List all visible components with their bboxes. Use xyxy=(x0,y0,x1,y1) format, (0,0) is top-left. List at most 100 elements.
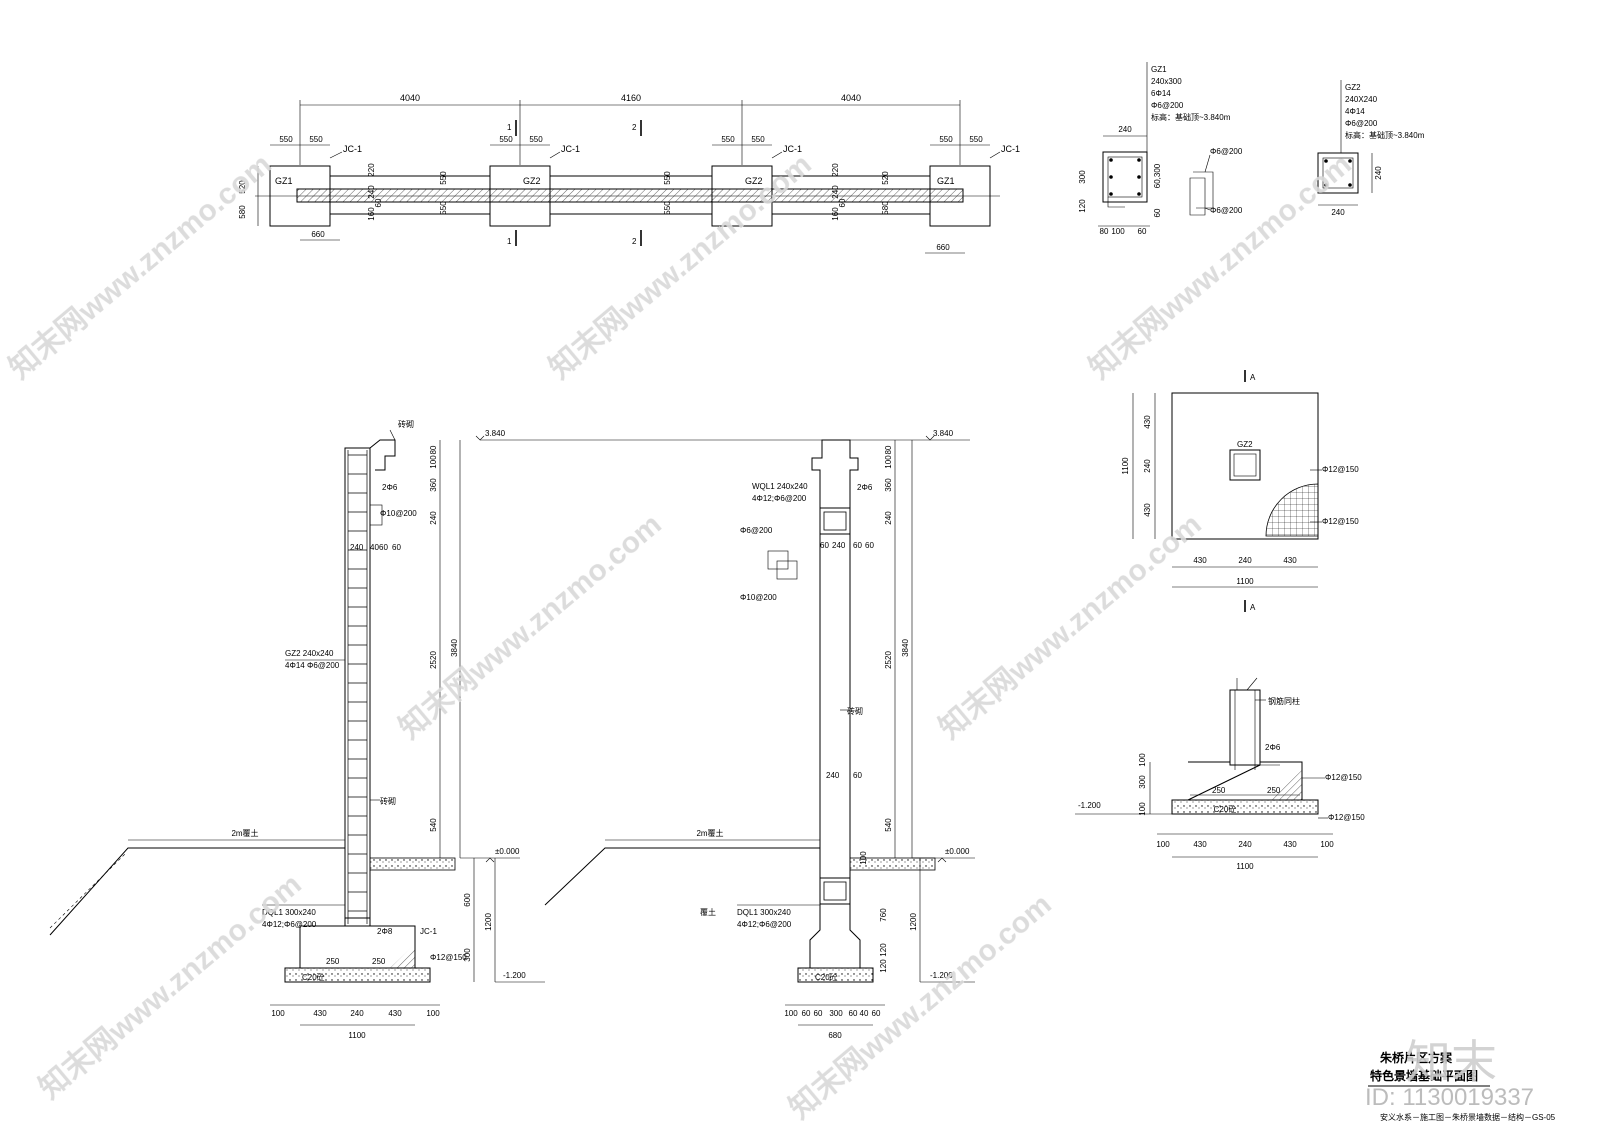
dim-550-f: 550 xyxy=(751,135,765,144)
wall-dim-220: 220 xyxy=(367,163,376,177)
dim-550-e: 550 xyxy=(721,135,735,144)
gz1-tie-2: Φ6@200 xyxy=(1210,206,1243,215)
s2-dim-60b: 60 xyxy=(853,541,862,550)
watermark-site-3: 知末网www.znzmo.com xyxy=(1083,148,1357,386)
gz1-dim-120: 120 xyxy=(1078,199,1087,213)
s1-conc: C20砼 xyxy=(302,972,325,982)
s1-dim-240: 240 xyxy=(350,543,364,552)
s1-v-240: 240 xyxy=(429,511,438,525)
s1-b-240: 240 xyxy=(350,1009,364,1018)
s1-2phi8: 2Φ8 xyxy=(377,927,393,936)
gz1-dim-100: 100 xyxy=(1111,227,1125,236)
s1-v-100: 100 xyxy=(429,455,438,469)
s2-b-60-b: 60 xyxy=(814,1009,823,1018)
s2-fill: 覆土 xyxy=(700,907,716,917)
s1-beam-rebar: 4Φ12;Φ6@200 xyxy=(262,920,317,929)
s1-v-80: 80 xyxy=(429,445,438,454)
wall-dim-550-d: 550 xyxy=(663,201,672,215)
s2-v-80: 80 xyxy=(884,445,893,454)
s2-v-540: 540 xyxy=(884,818,893,832)
s1-b-430-a: 430 xyxy=(313,1009,327,1018)
s1-brick: 砖砌 xyxy=(380,796,396,806)
wall-plan-view: 4040 4160 4040 550 550 550 550 550 550 5… xyxy=(238,93,1020,254)
s2-dim-60a: 60 xyxy=(820,541,829,550)
footing-rebar-1: Φ12@150 xyxy=(1322,465,1359,474)
title-block: 朱桥片区方案 特色景墙基础平面图 安义水系－施工图－朱桥景墙数据－结构－GS-0… xyxy=(1368,1050,1556,1122)
jc1-label-c: JC-1 xyxy=(783,144,802,154)
gz2-rebar: 4Φ14 xyxy=(1345,107,1365,116)
s2-v-240: 240 xyxy=(884,511,893,525)
s1-coping: 砖砌 xyxy=(398,419,414,429)
s1-dim-60b: 60 xyxy=(392,543,401,552)
dim-660-right: 660 xyxy=(936,243,950,252)
fs-bot-430-b: 430 xyxy=(1283,840,1297,849)
footing-bot-total: 1100 xyxy=(1236,577,1254,586)
footing-left-430-b: 430 xyxy=(1143,503,1152,517)
s2-b-300: 300 xyxy=(829,1009,843,1018)
fs-left-300: 300 xyxy=(1138,775,1147,789)
s2-v-2520: 2520 xyxy=(884,651,893,669)
watermark-id: ID: 1130019337 xyxy=(1365,1084,1534,1111)
fs-bot-430-a: 430 xyxy=(1193,840,1207,849)
fs-250-a: 250 xyxy=(1212,786,1226,795)
s2-v-120-a: 120 xyxy=(879,943,888,957)
s2-240: 240 xyxy=(826,771,840,780)
s1-v-3840: 3840 xyxy=(450,639,459,657)
jc1-label-a: JC-1 xyxy=(343,144,362,154)
fs-conc: C20砼 xyxy=(1214,804,1237,814)
s1-elev-top: 3.840 xyxy=(485,429,506,438)
s1-foot-rebar: Φ12@150 xyxy=(430,953,467,962)
dim-550-g: 550 xyxy=(939,135,953,144)
dim-520: 520 xyxy=(238,180,247,194)
s1-v-300: 300 xyxy=(463,948,472,962)
s1-col-rebar: 4Φ14 Φ6@200 xyxy=(285,661,340,670)
s2-b-60-d: 60 xyxy=(872,1009,881,1018)
s2-tie-2: Φ10@200 xyxy=(740,593,777,602)
s2-b-40: 40 xyxy=(860,1009,869,1018)
fs-label-rebar-same: 钢筋同柱 xyxy=(1268,696,1300,706)
footing-plan: A A GZ2 Φ12@150 Φ12@150 430 240 430 1100… xyxy=(1121,370,1359,612)
dim-550-d: 550 xyxy=(529,135,543,144)
s1-v-2520: 2520 xyxy=(429,651,438,669)
wall-dim-240-r: 240 xyxy=(831,185,840,199)
dim-550-a: 550 xyxy=(279,135,293,144)
s2-b-60-c: 60 xyxy=(849,1009,858,1018)
s1-b-430-b: 430 xyxy=(388,1009,402,1018)
s1-beam: DQL1 300x240 xyxy=(262,908,316,917)
s2-dim-60c: 60 xyxy=(865,541,874,550)
s2-brick: 砖砌 xyxy=(847,706,863,716)
fs-2phi6: 2Φ6 xyxy=(1265,743,1281,752)
fs-bot-100-b: 100 xyxy=(1320,840,1334,849)
dim-580: 580 xyxy=(238,205,247,219)
jc1-label-b: JC-1 xyxy=(561,144,580,154)
watermark-site-6: 知末网www.znzmo.com xyxy=(33,868,307,1106)
s1-v-540: 540 xyxy=(429,818,438,832)
s2-beam: DQL1 300x240 xyxy=(737,908,791,917)
s1-v-600: 600 xyxy=(463,893,472,907)
fs-bot-total: 1100 xyxy=(1236,862,1254,871)
s2-elev-top: 3.840 xyxy=(933,429,954,438)
s1-elev-low: -1.200 xyxy=(503,971,526,980)
jc1-label-d: JC-1 xyxy=(1001,144,1020,154)
fs-elev: -1.200 xyxy=(1078,801,1101,810)
watermark-site-7: 知末网www.znzmo.com xyxy=(783,888,1057,1126)
wall-dim-220-r: 220 xyxy=(831,163,840,177)
wall-dim-160-r: 160 xyxy=(831,207,840,221)
span-2: 4160 xyxy=(621,93,641,103)
gz1-label-right: GZ1 xyxy=(937,176,955,186)
gz1-dim-60b: 60 xyxy=(1138,227,1147,236)
s1-b-100-a: 100 xyxy=(271,1009,285,1018)
drawing-code: 安义水系－施工图－朱桥景墙数据－结构－GS-05 xyxy=(1380,1112,1556,1122)
watermark-brand: 知末 xyxy=(1405,1036,1497,1088)
gz2-label-a: GZ2 xyxy=(523,176,541,186)
gz1-dim-300: 300 xyxy=(1078,170,1087,184)
s2-b-total: 680 xyxy=(828,1031,842,1040)
fs-rebar-2: Φ12@150 xyxy=(1328,813,1365,822)
gz1-dim-60-300: 60,300 xyxy=(1153,163,1162,188)
sec-mark-2-top: 2 xyxy=(632,123,637,132)
gz1-tie-1: Φ6@200 xyxy=(1210,147,1243,156)
wall-dim-160: 160 xyxy=(367,207,376,221)
wall-dim-240: 240 xyxy=(367,185,376,199)
footing-section: 钢筋同柱 2Φ6 250 250 C20砼 Φ12@150 Φ12@150 10… xyxy=(1075,677,1365,871)
wall-section-2: 3.840 WQL1 240x240 4Φ12;Φ6@200 2Φ6 Φ6@20… xyxy=(544,429,975,1040)
